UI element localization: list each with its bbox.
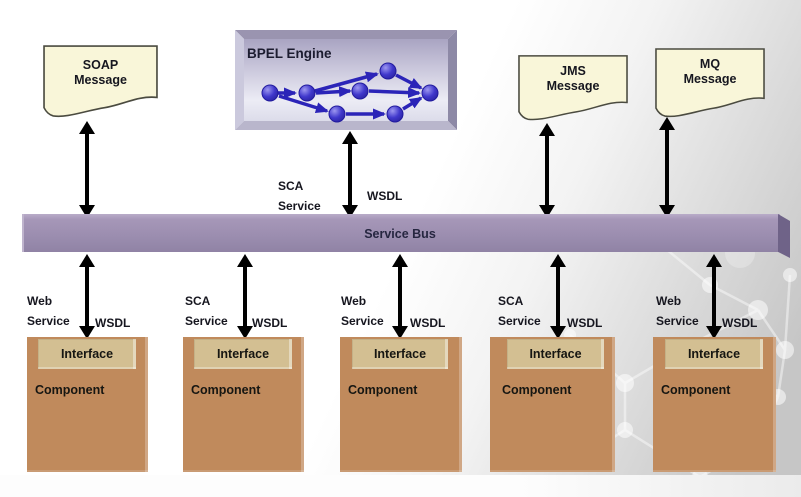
component-3-interface: Interface — [352, 339, 448, 369]
bottom-margin — [0, 475, 801, 497]
component-box-2: Interface Component — [183, 337, 304, 472]
arrow-bus-to-component-2 — [237, 254, 253, 339]
service-bus-bar — [22, 214, 780, 252]
component-1-wsdl-label: WSDL — [95, 316, 131, 330]
service-bus-label: Service Bus — [364, 227, 436, 241]
arrow-bus-to-component-1 — [79, 254, 95, 339]
component-1-body-label: Component — [35, 383, 105, 397]
component-2-service-label-line2: Service — [185, 314, 228, 328]
jms-message-label-line1: JMS — [560, 64, 586, 78]
component-3-body-label: Component — [348, 383, 418, 397]
bpel-engine-label: BPEL Engine — [247, 46, 332, 61]
bpel-wsdl-label: WSDL — [367, 189, 403, 203]
soap-message-label-line2: Message — [74, 73, 127, 87]
component-1-service-label-line2: Service — [27, 314, 70, 328]
bpel-engine-box — [235, 30, 457, 130]
arrow-jms-to-bus — [539, 123, 555, 218]
process-flow-graph — [261, 62, 439, 123]
component-5-body-label: Component — [661, 383, 731, 397]
arrow-bus-to-component-5 — [706, 254, 722, 339]
component-4-service-label-line2: Service — [498, 314, 541, 328]
arrow-bpel-to-bus — [342, 131, 358, 218]
arrow-soap-to-bus — [79, 121, 95, 218]
soap-message-label-line1: SOAP — [82, 58, 119, 72]
mq-message-label-line1: MQ — [699, 57, 721, 71]
arrow-bus-to-component-3 — [392, 254, 408, 339]
component-3-wsdl-label: WSDL — [410, 316, 446, 330]
jms-message-document: JMS Message — [518, 55, 628, 122]
component-1-interface: Interface — [38, 339, 136, 369]
component-box-3: Interface Component — [340, 337, 462, 472]
component-4-body-label: Component — [502, 383, 572, 397]
component-2-interface: Interface — [194, 339, 292, 369]
component-2-wsdl-label: WSDL — [252, 316, 288, 330]
soap-message-document: SOAP Message — [43, 45, 158, 119]
arrow-mq-to-bus — [659, 117, 675, 218]
jms-message-label-line2: Message — [546, 79, 600, 93]
mq-message-label-line2: Message — [683, 72, 737, 86]
component-2-service-label-line1: SCA — [185, 294, 211, 308]
component-3-service-label-line2: Service — [341, 314, 384, 328]
component-box-4: Interface Component — [490, 337, 615, 472]
component-5-wsdl-label: WSDL — [722, 316, 758, 330]
bpel-sca-service-label-line1: SCA — [278, 179, 304, 193]
component-4-wsdl-label: WSDL — [567, 316, 603, 330]
component-4-service-label-line1: SCA — [498, 294, 524, 308]
component-1-service-label-line1: Web — [27, 294, 53, 308]
service-bus-end-cap — [778, 214, 790, 258]
arrow-bus-to-component-4 — [550, 254, 566, 339]
component-box-5: Interface Component — [653, 337, 776, 472]
component-3-service-label-line1: Web — [341, 294, 367, 308]
component-2-body-label: Component — [191, 383, 261, 397]
bpel-sca-service-label-line2: Service — [278, 199, 321, 213]
component-5-service-label-line2: Service — [656, 314, 699, 328]
component-4-interface: Interface — [507, 339, 604, 369]
mq-message-document: MQ Message — [655, 48, 765, 119]
component-5-interface: Interface — [665, 339, 763, 369]
component-5-service-label-line1: Web — [656, 294, 682, 308]
component-box-1: Interface Component — [27, 337, 148, 472]
